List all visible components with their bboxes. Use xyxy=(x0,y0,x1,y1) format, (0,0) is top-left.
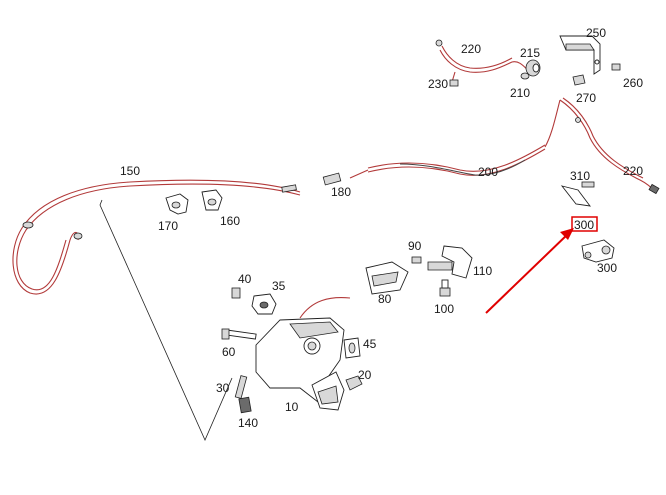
label-40: 40 xyxy=(238,272,252,286)
part-160-clip xyxy=(201,189,223,211)
label-100: 100 xyxy=(434,302,454,316)
cable-200 xyxy=(349,99,561,179)
label-10: 10 xyxy=(285,400,299,414)
label-35: 35 xyxy=(272,279,286,293)
cable-220-upper xyxy=(435,39,531,83)
part-260-bolt xyxy=(611,63,621,71)
highlight-callout xyxy=(485,216,598,314)
label-150: 150 xyxy=(120,164,140,178)
part-80-bracket xyxy=(365,261,409,295)
label-90: 90 xyxy=(408,239,422,253)
label-220-right: 220 xyxy=(623,164,643,178)
label-250: 250 xyxy=(586,26,606,40)
part-100-bolt xyxy=(439,279,451,297)
label-200: 200 xyxy=(478,165,498,179)
label-210: 210 xyxy=(510,86,530,100)
part-140-clip xyxy=(238,396,252,414)
leader-150 xyxy=(99,199,233,441)
label-60: 60 xyxy=(222,345,236,359)
part-30-pin xyxy=(234,375,248,399)
part-labels: 10 20 30 35 40 45 60 80 90 100 110 140 1… xyxy=(120,26,643,430)
label-260: 260 xyxy=(623,76,643,90)
part-270-clip xyxy=(572,74,586,86)
part-110-bracket xyxy=(427,245,473,279)
part-40-bolt xyxy=(231,287,241,299)
label-300-highlighted: 300 xyxy=(574,218,594,232)
label-170: 170 xyxy=(158,219,178,233)
part-60-bolt xyxy=(221,328,257,340)
label-140: 140 xyxy=(238,416,258,430)
part-250-bracket xyxy=(559,35,601,75)
part-215-bushing xyxy=(525,59,541,77)
part-300-lever xyxy=(581,239,615,263)
part-180-clip xyxy=(322,172,342,186)
part-45-clip xyxy=(343,337,361,359)
label-20: 20 xyxy=(358,368,372,382)
label-30: 30 xyxy=(216,381,230,395)
label-215: 215 xyxy=(520,46,540,60)
label-220-top: 220 xyxy=(461,42,481,56)
label-45: 45 xyxy=(363,337,377,351)
label-110: 110 xyxy=(473,264,492,278)
part-90-bolt xyxy=(411,256,422,264)
part-20-clip xyxy=(345,375,363,391)
part-35-clip xyxy=(251,293,277,315)
part-170-clip xyxy=(165,193,189,215)
part-10-pedal-assembly xyxy=(255,296,351,411)
cable-220-right xyxy=(559,97,660,195)
label-300: 300 xyxy=(597,261,617,275)
part-210-fitting xyxy=(520,72,530,80)
label-80: 80 xyxy=(378,292,392,306)
label-180: 180 xyxy=(331,185,351,199)
label-310: 310 xyxy=(570,169,590,183)
label-270: 270 xyxy=(576,91,596,105)
label-160: 160 xyxy=(220,214,240,228)
cable-150 xyxy=(12,179,301,295)
part-230-nut xyxy=(449,79,459,87)
label-230: 230 xyxy=(428,77,448,91)
part-310-bracket xyxy=(560,181,595,207)
